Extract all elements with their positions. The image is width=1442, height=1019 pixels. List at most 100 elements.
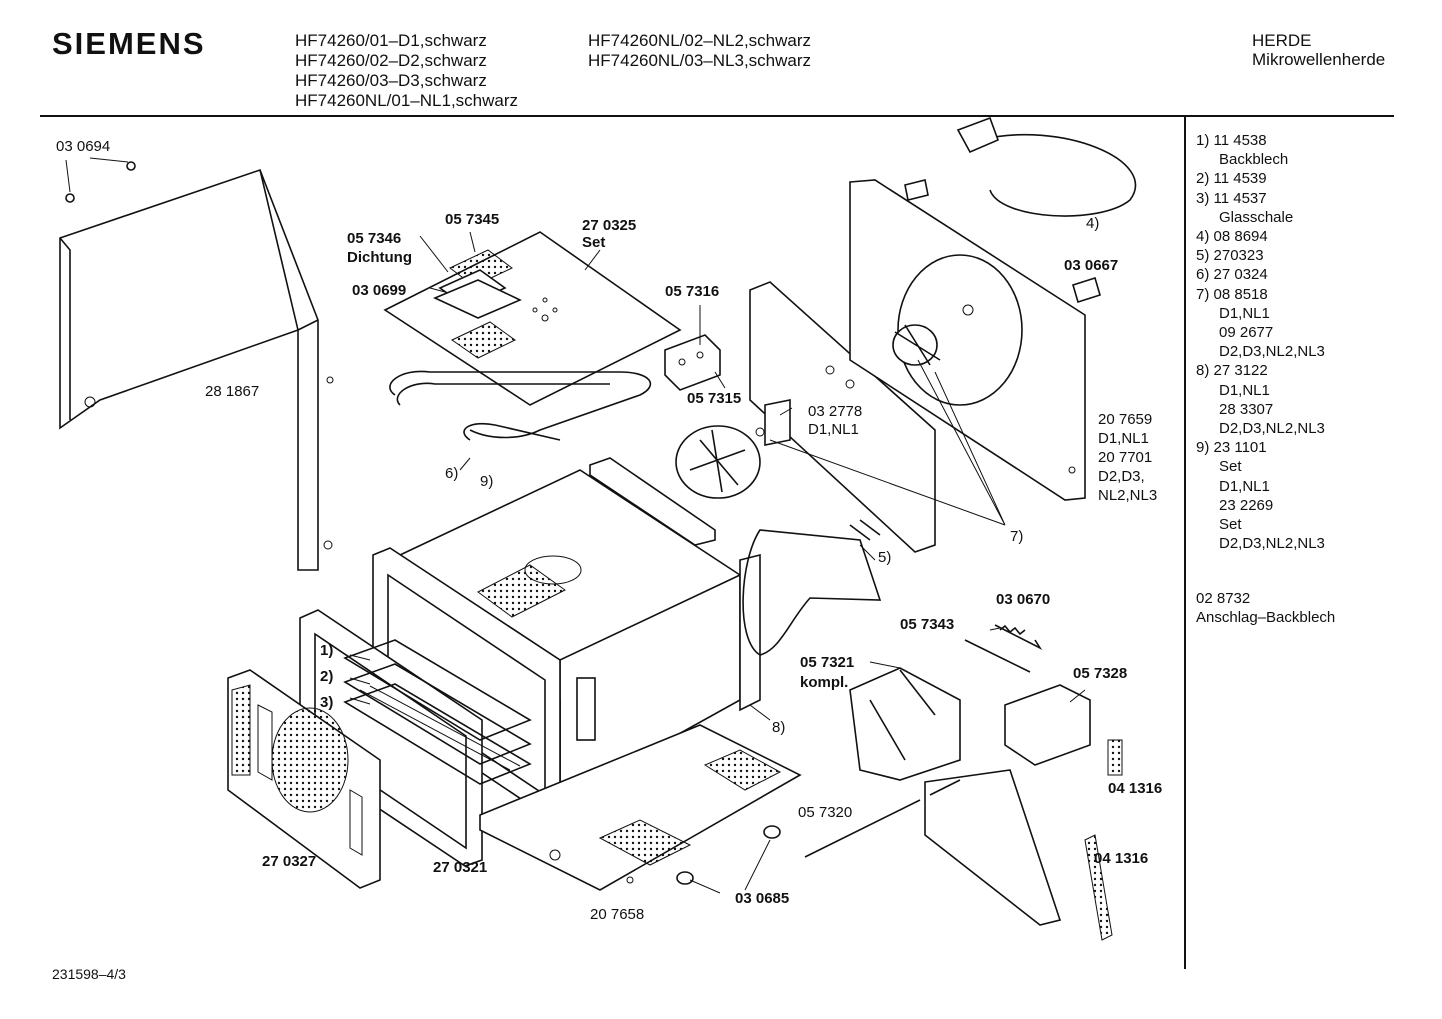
model-line: HF74260/02–D2,schwarz [295,51,487,70]
callout-8: 8) [772,719,785,736]
label-d2d3: D2,D3, [1098,468,1145,485]
label-nl2nl3: NL2,NL3 [1098,487,1157,504]
cord-clamp [1072,276,1101,304]
leader-lines [349,231,1086,721]
legend-row: Backblech [1219,151,1289,169]
legend-divider [1184,117,1186,969]
legend-row: D1,NL1 [1219,304,1270,322]
label-kompl: kompl. [800,674,848,691]
base-plate [479,724,802,891]
grill-heater [389,370,652,441]
clip-041316 [1107,739,1123,776]
document-id: 231598–4/3 [52,966,126,982]
label-207659: 20 7659 [1098,411,1152,428]
legend-row: 4) 08 8694 [1196,228,1268,246]
header-rule [40,115,1394,117]
legend-row: 09 2677 [1219,324,1274,342]
legend-row: 9) 23 1101 [1196,439,1267,457]
label-207658: 20 7658 [590,906,644,923]
legend-row: 6) 27 0324 [1196,266,1268,284]
label-057315: 05 7315 [687,390,741,407]
label-270327: 27 0327 [262,853,316,870]
seals [433,249,522,319]
latch-057328 [1004,684,1091,766]
legend-row: Set [1219,516,1242,534]
legend-row: 5) 270323 [1196,247,1264,265]
label-281867: 28 1867 [205,383,259,400]
label-057346: 05 7346 [347,230,401,247]
label-057343: 05 7343 [900,616,954,633]
legend-row: 23 2269 [1219,496,1274,514]
power-cord [904,116,1137,217]
callout-2: 2) [320,668,333,685]
callout-6: 6) [445,465,458,482]
legend-row: 7) 08 8518 [1196,285,1268,303]
fan-motor [892,324,941,366]
strip-041316 [1084,834,1113,941]
side-insulation [589,457,761,712]
legend-row: D1,NL1 [1219,381,1270,399]
subcategory: Mikrowellenherde [1252,50,1386,69]
label-030670: 03 0670 [996,591,1050,608]
bracket-057316 [664,334,721,391]
label-057316: 05 7316 [665,283,719,300]
legend-row: 1) 11 4538 [1196,132,1267,149]
category: HERDE [1252,31,1312,50]
label-d1nl1b: D1,NL1 [1098,430,1149,447]
model-list-1: HF74260/01–D1,schwarz HF74260/02–D2,schw… [295,31,518,111]
legend-row: D2,D3,NL2,NL3 [1219,420,1325,438]
feet-030685 [676,825,781,894]
callout-7: 7) [1010,528,1023,545]
door-lock-assembly [849,667,961,781]
outer-casing [59,168,334,571]
label-030694: 03 0694 [56,138,110,155]
wire-057320 [804,779,961,858]
legend-row: Glasschale [1219,208,1294,226]
label-d1nl1: D1,NL1 [808,421,859,438]
label-057345: 05 7345 [445,211,499,228]
label-032778: 03 2778 [808,403,862,420]
fan-wheel [675,425,765,499]
label-dichtung: Dichtung [347,249,412,266]
label-270321: 27 0321 [433,859,487,876]
legend-row: 3) 11 4537 [1196,189,1267,207]
model-line: HF74260NL/01–NL1,schwarz [295,91,519,110]
door-panel-270327 [227,669,381,889]
stop-part-name: Anschlag–Backblech [1196,609,1336,626]
callout-9: 9) [480,473,493,490]
callout-1: 1) [320,642,333,659]
convection-heater [742,519,882,656]
back-wall [849,179,1086,501]
callout-4: 4) [1086,215,1099,232]
top-cover-270325 [383,231,682,406]
callout-5: 5) [878,549,891,566]
rear-baffle [749,281,936,553]
model-line: HF74260NL/02–NL2,schwarz [588,31,812,50]
label-set: Set [582,234,605,251]
stop-part: 02 8732 Anschlag–Backblech [1196,589,1335,627]
brand-logo: SIEMENS [52,26,206,61]
label-030699: 03 0699 [352,282,406,299]
legend-row: 2) 11 4539 [1196,170,1267,188]
label-207701: 20 7701 [1098,449,1152,466]
screws-030694 [65,157,136,203]
callout-3: 3) [320,694,333,711]
exploded-view-drawing: 03 0694 05 7346 Dichtung 03 0699 05 7345… [56,116,1162,941]
label-057321: 05 7321 [800,654,854,671]
model-line: HF74260NL/03–NL3,schwarz [588,51,812,70]
label-041316-clip: 04 1316 [1108,780,1162,797]
legend-row: Set [1219,458,1242,476]
legend-row: D2,D3,NL2,NL3 [1219,343,1325,361]
stop-part-number: 02 8732 [1196,590,1251,607]
legend-row: 8) 27 3122 [1196,362,1268,380]
model-list-2: HF74260NL/02–NL2,schwarz HF74260NL/03–NL… [588,31,811,71]
label-270325: 27 0325 [582,217,636,234]
baking-trays [343,639,532,785]
category-block: HERDE Mikrowellenherde [1252,31,1385,69]
label-030685: 03 0685 [735,890,789,907]
model-line: HF74260/03–D3,schwarz [295,71,487,90]
label-030667: 03 0667 [1064,257,1118,274]
label-057320: 05 7320 [798,804,852,821]
label-041316-strip: 04 1316 [1094,850,1148,867]
